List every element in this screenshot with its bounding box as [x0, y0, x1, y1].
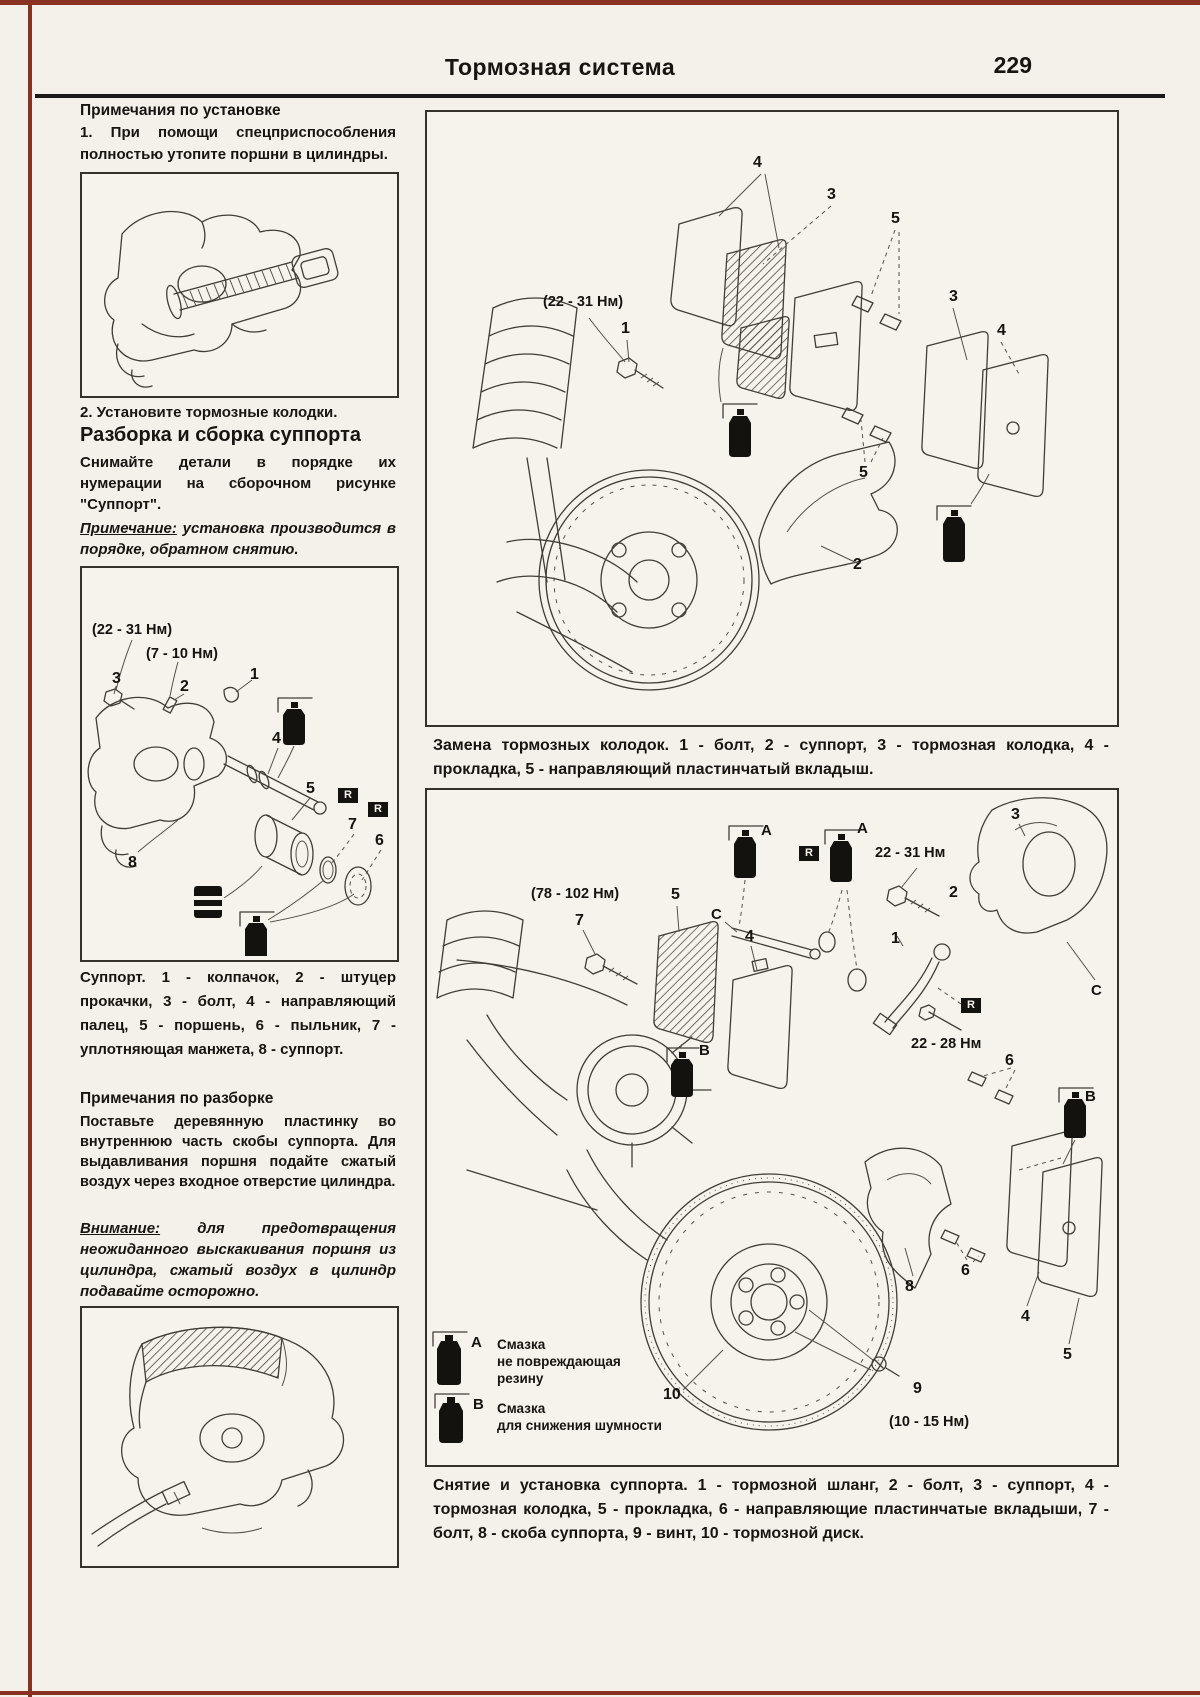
figure-caliper-air: [80, 1306, 399, 1568]
figure-label: 2: [949, 884, 958, 901]
header-rule: [35, 94, 1165, 98]
scan-border-left: [28, 0, 32, 1697]
technical-drawing: [104, 210, 339, 388]
figure-label: C: [1091, 982, 1102, 999]
figure-label: B: [473, 1396, 484, 1413]
figure-caliper-caption: Суппорт. 1 - колпачок, 2 - штуцер прокач…: [80, 969, 396, 1058]
warning-paragraph: Внимание: для предотвращения неожиданног…: [80, 1218, 396, 1302]
disassembly-body: Поставьте деревянную пластинку во внутре…: [80, 1114, 396, 1190]
figure-label: 1: [250, 666, 259, 683]
figure-label: 3: [112, 670, 121, 687]
figure-label: 6: [1005, 1052, 1014, 1069]
figure-label: 5: [859, 464, 868, 481]
figure-removal-caption: Снятие и установка суппорта. 1 - тормозн…: [433, 1477, 1109, 1542]
figure-label: 4: [997, 322, 1006, 339]
technical-drawing: [432, 797, 1108, 1443]
figure-label: 6: [375, 832, 384, 849]
figure-label: 6: [961, 1262, 970, 1279]
warning-body: для предотвращения неожиданного выскакив…: [80, 1220, 397, 1300]
torque-label: 22 - 28 Нм: [911, 1036, 982, 1052]
figure-label: 3: [1011, 806, 1020, 823]
figure-label: A: [857, 820, 868, 837]
replace-marker: R: [368, 802, 388, 817]
figure-label: 8: [128, 854, 137, 871]
figure-label: A: [471, 1334, 482, 1351]
torque-label: 22 - 31 Нм: [875, 845, 946, 861]
figure-label: 1: [891, 930, 900, 947]
section-body: Снимайте детали в порядке их нумерации н…: [80, 454, 396, 513]
figure-label: 10: [663, 1386, 681, 1403]
replace-marker: R: [799, 846, 819, 861]
figure-label: 4: [753, 154, 762, 171]
figure-label: 7: [348, 816, 357, 833]
figure-label: 2: [853, 556, 862, 573]
figure-caliper-removal: Смазка не повреждающая резину Смазка для…: [425, 788, 1119, 1467]
page-title: Тормозная система: [444, 54, 676, 80]
figure-label: 1: [621, 320, 630, 337]
technical-drawing: [472, 173, 1049, 691]
section-heading: Разборка и сборка суппорта: [80, 424, 362, 446]
figure-label: B: [1085, 1088, 1096, 1105]
note-paragraph: Примечание: установка производится в пор…: [80, 518, 396, 560]
figure-label: 2: [180, 678, 189, 695]
torque-label: (22 - 31 Нм): [543, 294, 624, 310]
figure-piston-tool: [80, 172, 399, 398]
install-notes-heading: Примечания по установке: [80, 102, 281, 119]
legend-grease-a: Смазка не повреждающая резину: [497, 1337, 621, 1386]
technical-drawing: [87, 639, 382, 956]
legend-grease-b: Смазка для снижения шумности: [497, 1401, 662, 1433]
replace-marker: R: [961, 998, 981, 1013]
figure-label: 3: [949, 288, 958, 305]
figure-label: 5: [671, 886, 680, 903]
figure-label: 4: [272, 730, 281, 747]
figure-label: 4: [745, 928, 754, 945]
figure-label: 9: [913, 1380, 922, 1397]
figure-label: C: [711, 906, 722, 923]
figure-label: 5: [891, 210, 900, 227]
disassembly-notes-heading: Примечания по разборке: [80, 1090, 274, 1107]
torque-label: (7 - 10 Нм): [146, 646, 218, 662]
replace-marker: R: [338, 788, 358, 803]
figure-label: A: [761, 822, 772, 839]
figure-pads-caption: Замена тормозных колодок. 1 - болт, 2 - …: [433, 737, 1109, 778]
note-label: Примечание:: [80, 520, 177, 537]
figure-label: 5: [306, 780, 315, 797]
scan-border-bottom: [0, 1691, 1200, 1695]
install-step-2: 2. Установите тормозные колодки.: [80, 404, 338, 421]
figure-label: 7: [575, 912, 584, 929]
figure-label: 8: [905, 1278, 914, 1295]
scan-border-top: [0, 0, 1200, 5]
figure-label: 3: [827, 186, 836, 203]
page-number: 229: [993, 52, 1032, 78]
technical-drawing: [91, 1326, 345, 1547]
torque-label: (22 - 31 Нм): [92, 622, 173, 638]
figure-pads-replacement: 4 3 5 3 4 (22 - 31 Нм) 1 5 2: [425, 110, 1119, 727]
warning-label: Внимание:: [80, 1220, 161, 1237]
figure-label: 5: [1063, 1346, 1072, 1363]
torque-label: (78 - 102 Нм): [531, 886, 620, 902]
note-body: установка производится в порядке, обратн…: [80, 520, 396, 558]
install-step-1: 1. При помощи спецприспособления полност…: [80, 124, 396, 163]
figure-label: 4: [1021, 1308, 1030, 1325]
figure-label: B: [699, 1042, 710, 1059]
torque-label: (10 - 15 Нм): [889, 1414, 970, 1430]
